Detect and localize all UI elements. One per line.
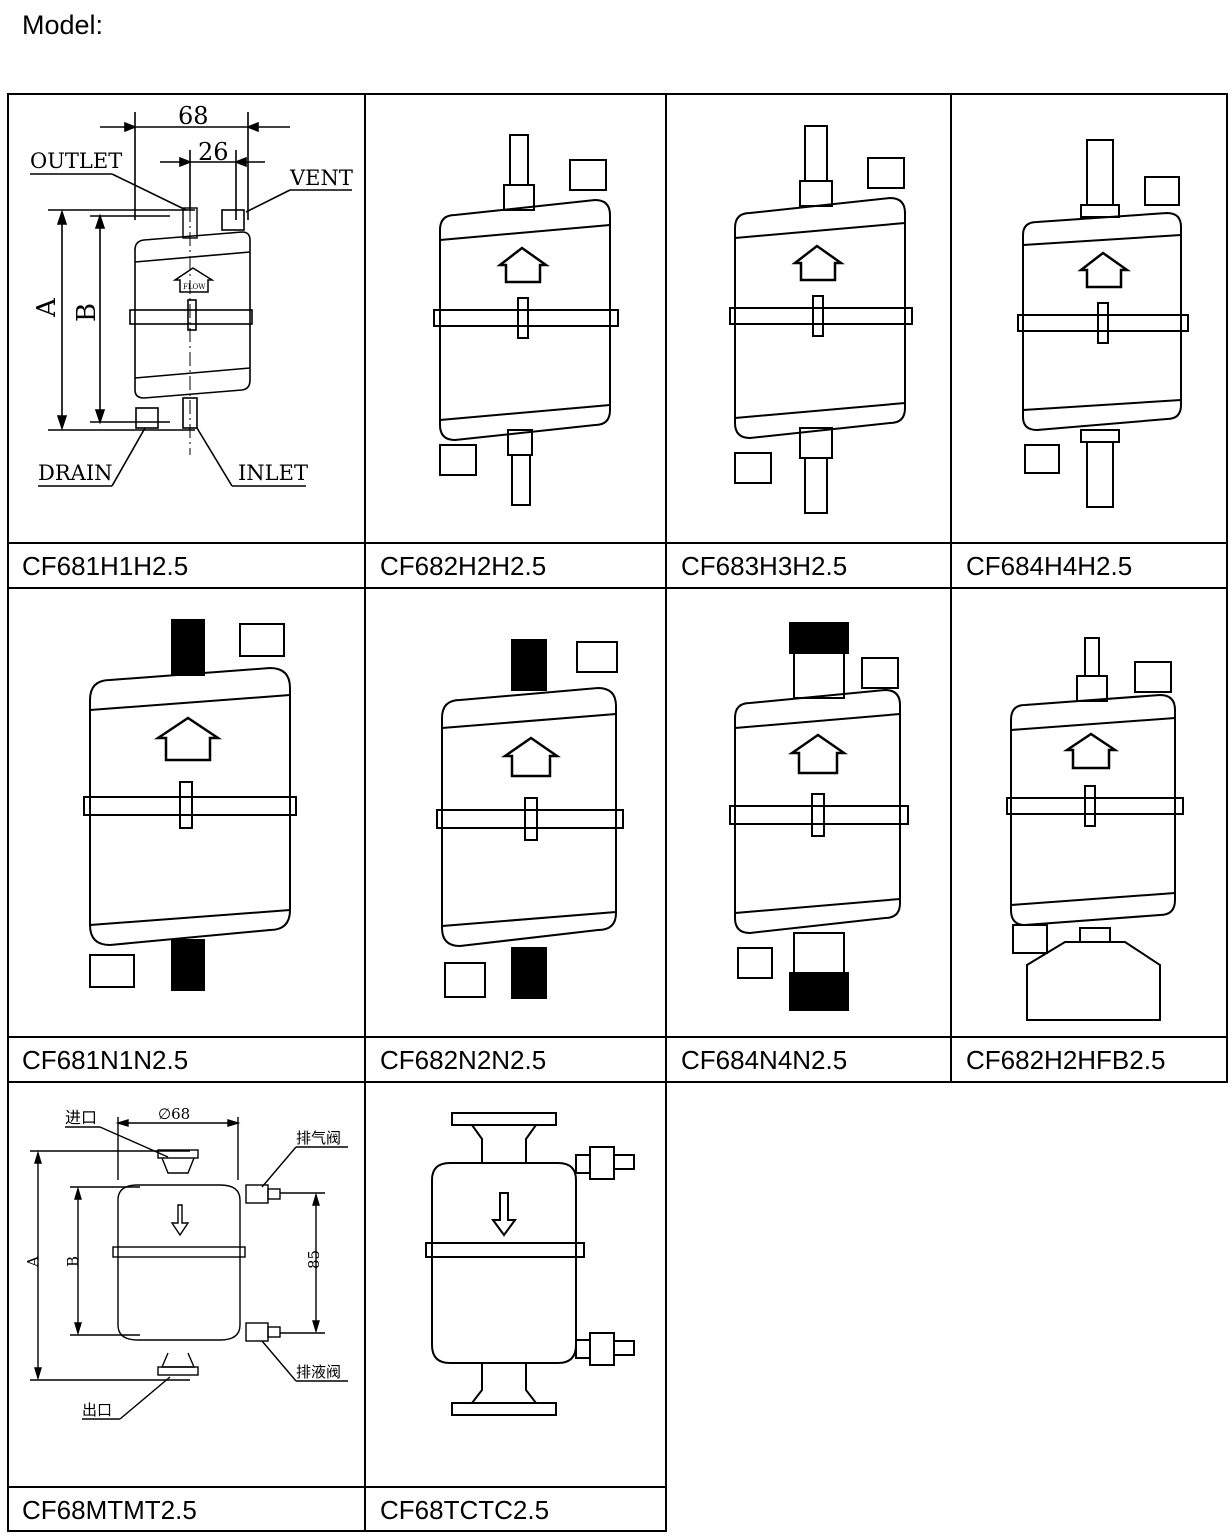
row-divider bbox=[7, 1036, 1228, 1038]
cell-drawing-cf682n2n bbox=[420, 628, 640, 1008]
model-label: CF684H4H2.5 bbox=[966, 551, 1133, 581]
outlet-label: 出口 bbox=[82, 1401, 112, 1419]
drain-label: DRAIN bbox=[38, 461, 112, 485]
dim-port-label: 26 bbox=[198, 138, 229, 166]
page-heading: Model: bbox=[22, 10, 104, 40]
table-border-bottom bbox=[7, 1530, 666, 1532]
col-divider bbox=[1226, 93, 1228, 1083]
model-label: CF682H2HFB2.5 bbox=[966, 1045, 1166, 1075]
cell-drawing-cf681n1n bbox=[60, 610, 330, 1000]
col-divider bbox=[665, 93, 667, 1532]
cell-drawing-cf683h3h bbox=[700, 118, 930, 523]
col-divider bbox=[7, 93, 9, 1532]
dim-b-label: B bbox=[72, 303, 102, 322]
vent-label: VENT bbox=[289, 166, 353, 190]
model-label: CF68MTMT2.5 bbox=[22, 1495, 197, 1525]
model-label: CF684N4N2.5 bbox=[681, 1045, 848, 1075]
model-label: CF681N1N2.5 bbox=[22, 1045, 189, 1075]
cell-drawing-cf684n4n bbox=[700, 618, 930, 1018]
dim-width-label: ∅68 bbox=[158, 1105, 190, 1123]
cell-drawing-cf682h2h bbox=[400, 120, 640, 520]
inlet-label: 进口 bbox=[65, 1108, 97, 1127]
dim-width-label: 68 bbox=[178, 102, 209, 130]
col-divider bbox=[364, 93, 366, 1532]
dim-85-label: 85 bbox=[305, 1250, 323, 1269]
row-divider bbox=[7, 542, 1228, 544]
inlet-label: INLET bbox=[238, 461, 308, 485]
row-divider bbox=[7, 1486, 666, 1488]
model-label: CF683H3H2.5 bbox=[681, 551, 848, 581]
cell-drawing-cf68mtmt: 进口 ∅68 排气阀 A B 85 排液阀 出口 bbox=[20, 1095, 360, 1430]
cell-drawing-cf684h4h bbox=[985, 125, 1210, 525]
cell-drawing-cf68tctc bbox=[420, 1105, 650, 1425]
model-label: CF682H2H2.5 bbox=[380, 551, 547, 581]
dim-a-label: A bbox=[24, 1256, 42, 1268]
model-label: CF68TCTC2.5 bbox=[380, 1495, 550, 1525]
model-label: CF682N2N2.5 bbox=[380, 1045, 547, 1075]
table-border-top bbox=[7, 93, 1228, 95]
flow-mark: FLOW bbox=[183, 283, 206, 291]
row-divider bbox=[7, 587, 1228, 589]
dim-b-label: B bbox=[64, 1256, 82, 1267]
model-label: CF681H1H2.5 bbox=[22, 551, 189, 581]
drain-valve-label: 排液阀 bbox=[296, 1363, 341, 1381]
vent-valve-label: 排气阀 bbox=[296, 1129, 341, 1147]
col-divider bbox=[950, 93, 952, 1083]
dim-a-label: A bbox=[32, 297, 62, 318]
cell-drawing-cf682h2hfb bbox=[995, 630, 1205, 1025]
cell-drawing-cf681h1h: 68 26 OUTLET VENT A B FLOW DRAIN bbox=[20, 100, 356, 536]
outlet-label: OUTLET bbox=[30, 149, 122, 173]
row-divider bbox=[7, 1081, 1228, 1083]
